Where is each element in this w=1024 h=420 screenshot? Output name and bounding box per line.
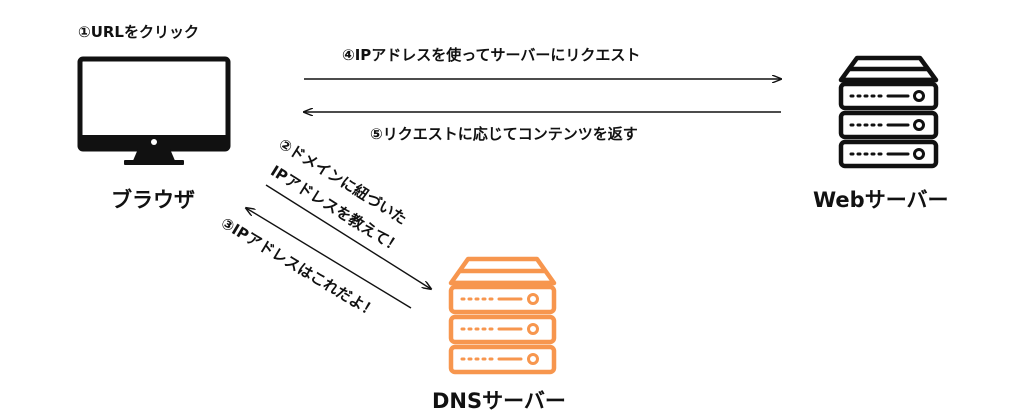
- server-icon: [448, 256, 557, 375]
- browser-label: ブラウザ: [111, 188, 195, 212]
- step-1-label: ①URLをクリック: [78, 23, 199, 41]
- step-4-label: ④IPアドレスを使ってサーバーにリクエスト: [342, 46, 641, 64]
- step-5-label: ⑤リクエストに応じてコンテンツを返す: [370, 125, 638, 143]
- monitor-icon: [77, 56, 231, 165]
- web-server-label: Webサーバー: [813, 188, 949, 212]
- server-icon: [838, 55, 939, 169]
- dns-server-label: DNSサーバー: [432, 389, 566, 413]
- arrow-answer-from-dns: [246, 208, 412, 309]
- arrow-query-to-dns: [265, 184, 431, 289]
